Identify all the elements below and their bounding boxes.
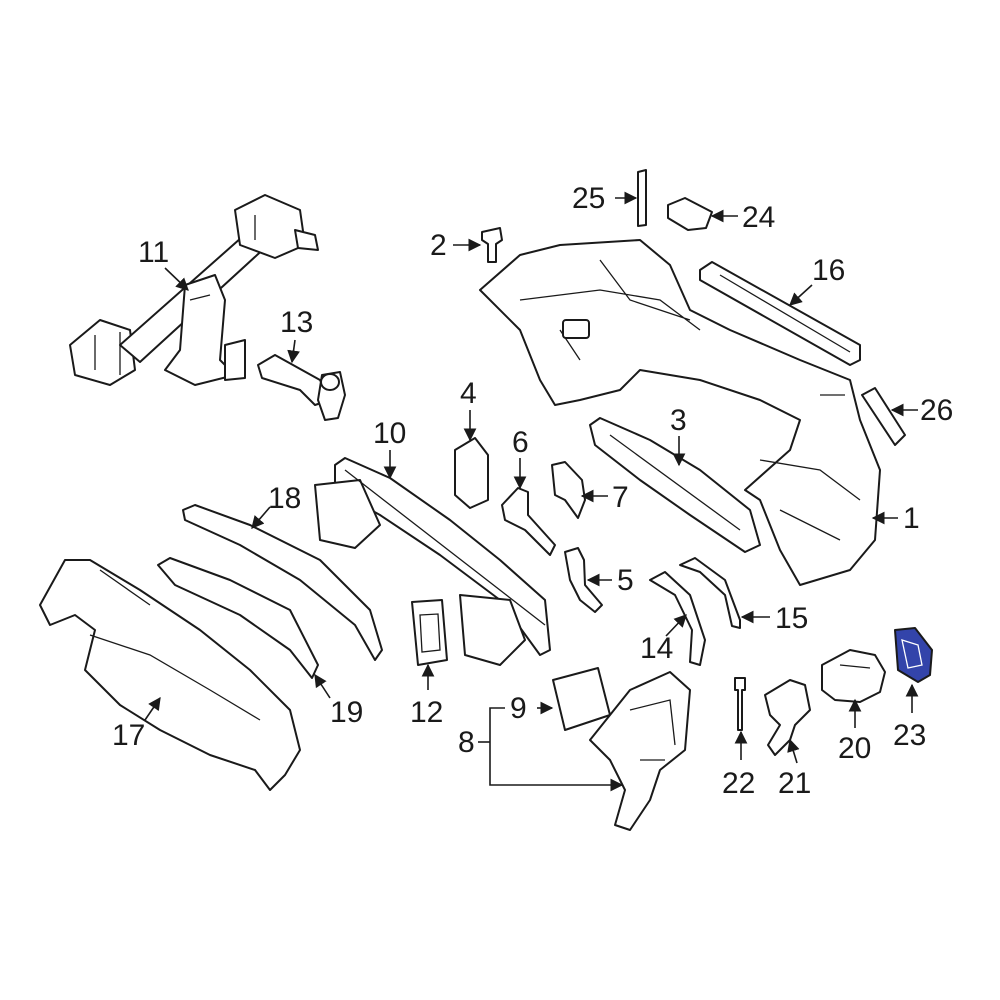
callout-23: 23 (893, 719, 926, 752)
part-10-reinforcement[interactable] (314, 457, 551, 666)
callout-5: 5 (617, 564, 634, 597)
callout-4: 4 (460, 377, 477, 410)
callout-16: 16 (812, 254, 845, 287)
callout-1: 1 (903, 502, 920, 535)
callout-25: 25 (572, 182, 605, 215)
part-19-trim[interactable] (157, 557, 319, 679)
callout-15: 15 (775, 602, 808, 635)
callout-2: 2 (430, 229, 447, 262)
part-18-trim[interactable] (182, 504, 383, 661)
part-20-housing[interactable] (821, 649, 886, 703)
part-25-rod[interactable] (637, 169, 647, 227)
callout-6: 6 (512, 426, 529, 459)
part-23-bracket-highlighted[interactable] (894, 627, 933, 683)
part-11-trailer-hitch[interactable] (69, 194, 319, 386)
part-24-bracket[interactable] (667, 197, 713, 231)
part-1-bumper-cover[interactable] (479, 239, 881, 586)
callout-labels: 11 13 2 25 24 16 26 1 3 4 6 7 5 10 18 19… (112, 182, 953, 800)
leader-lines (144, 191, 919, 792)
callout-9: 9 (510, 692, 527, 725)
part-3-energy-absorber[interactable] (589, 417, 761, 553)
callout-26: 26 (920, 394, 953, 427)
callout-10: 10 (373, 417, 406, 450)
part-12-plate[interactable] (411, 599, 448, 666)
callout-17: 17 (112, 719, 145, 752)
part-26-reflector[interactable] (861, 387, 906, 446)
callout-20: 20 (838, 732, 871, 765)
part-16-trim-strip[interactable] (699, 261, 861, 366)
callout-24: 24 (742, 201, 775, 234)
callout-21: 21 (778, 767, 811, 800)
part-21-bracket[interactable] (764, 679, 811, 756)
callout-12: 12 (410, 696, 443, 729)
callout-14: 14 (640, 632, 673, 665)
callout-11: 11 (138, 236, 169, 269)
part-2-push-clip[interactable] (481, 227, 503, 263)
part-13-ball-mount[interactable] (257, 354, 346, 421)
callout-22: 22 (722, 767, 755, 800)
part-15-arch-trim[interactable] (679, 557, 741, 629)
part-7-bracket[interactable] (551, 461, 586, 519)
part-14-arch-trim[interactable] (649, 571, 706, 666)
callout-19: 19 (330, 696, 363, 729)
part-9-pad[interactable] (552, 667, 611, 731)
callout-7: 7 (612, 481, 629, 514)
part-5-bracket[interactable] (564, 547, 603, 613)
part-17-lower-valance[interactable] (39, 559, 301, 791)
callout-13: 13 (280, 306, 313, 339)
part-22-bolt[interactable] (734, 677, 746, 731)
part-6-bracket[interactable] (501, 487, 556, 556)
callout-18: 18 (268, 482, 301, 515)
callout-8: 8 (458, 726, 475, 759)
part-4-bracket[interactable] (454, 437, 489, 509)
callout-3: 3 (670, 404, 687, 437)
